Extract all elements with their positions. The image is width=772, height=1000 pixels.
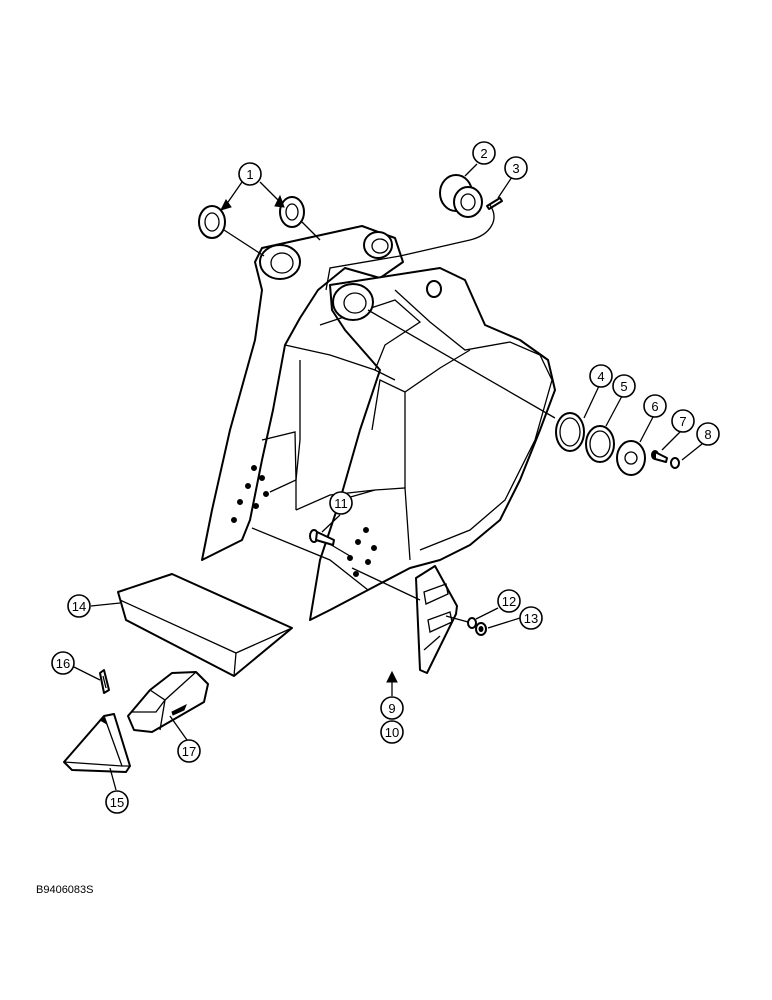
part-13-nut: [475, 622, 487, 636]
svg-text:9: 9: [388, 701, 395, 716]
svg-text:4: 4: [597, 369, 604, 384]
svg-text:13: 13: [524, 611, 538, 626]
callout-8: 8: [696, 422, 720, 446]
callout-3: 3: [504, 156, 528, 180]
svg-text:1: 1: [246, 167, 253, 182]
callout-1: 1: [238, 162, 262, 186]
part-16-pin: [99, 669, 110, 694]
callout-7: 7: [671, 409, 695, 433]
left-rear-bore: [259, 244, 301, 280]
svg-text:14: 14: [72, 599, 86, 614]
part-17-tooth: [127, 671, 209, 733]
right-side-plate: [309, 267, 556, 621]
bucket-body: [201, 225, 556, 621]
bucket-shell: [394, 289, 553, 551]
callout-11: 11: [329, 491, 353, 515]
part-5-shim: [585, 425, 615, 463]
svg-text:17: 17: [182, 744, 196, 759]
part-15-adapter: [63, 713, 131, 773]
part-9-10-side-cutter: [415, 565, 458, 674]
svg-text:6: 6: [651, 399, 658, 414]
left-side-plate: [201, 225, 404, 561]
svg-text:12: 12: [502, 594, 516, 609]
callout-14: 14: [67, 594, 91, 618]
callout-17: 17: [177, 739, 201, 763]
svg-text:10: 10: [385, 725, 399, 740]
callout-4: 4: [589, 364, 613, 388]
callout-16: 16: [51, 651, 75, 675]
svg-text:11: 11: [334, 496, 348, 511]
part-8-washer: [670, 457, 680, 469]
right-bolt-holes: [347, 527, 377, 577]
callout-2: 2: [472, 141, 496, 165]
callout-9: 9: [380, 696, 404, 720]
svg-text:3: 3: [512, 161, 519, 176]
svg-text:5: 5: [620, 379, 627, 394]
callout-5: 5: [612, 374, 636, 398]
callout-15: 15: [105, 790, 129, 814]
svg-text:2: 2: [480, 146, 487, 161]
left-bolt-holes: [231, 465, 269, 523]
callout-13: 13: [519, 606, 543, 630]
right-front-hole: [426, 280, 442, 298]
callout-10: 10: [380, 720, 404, 744]
callout-12: 12: [497, 589, 521, 613]
part-2-pin: [439, 174, 483, 218]
part-4-shim: [555, 412, 585, 452]
figure-code: B9406083S: [36, 884, 94, 896]
part-12-washer: [467, 617, 477, 629]
svg-text:16: 16: [56, 656, 70, 671]
part-1-bushings: [198, 196, 305, 239]
leader-lines: [73, 163, 703, 791]
part-14-cutting-edge: [117, 573, 293, 677]
part-6-cap: [616, 440, 646, 476]
callout-6: 6: [643, 394, 667, 418]
svg-text:7: 7: [679, 414, 686, 429]
svg-text:8: 8: [704, 427, 711, 442]
part-7-bolt: [651, 450, 668, 463]
svg-text:15: 15: [110, 795, 124, 810]
part-11-bolt: [309, 529, 335, 546]
part-3-pin: [486, 197, 503, 210]
right-rear-bore: [332, 283, 374, 321]
